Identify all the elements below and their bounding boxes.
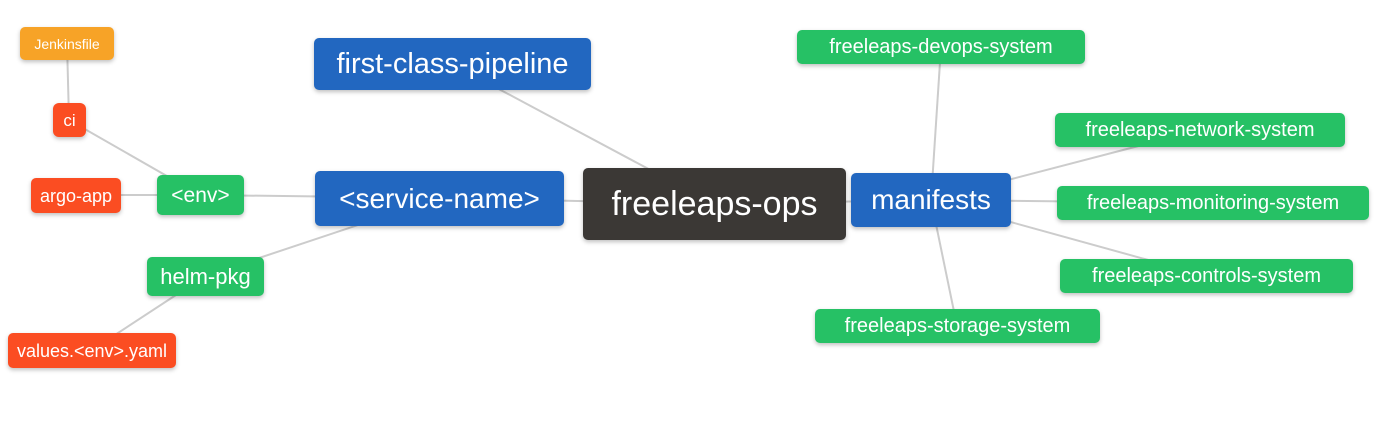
node-argo-app[interactable]: argo-app xyxy=(31,178,121,213)
node-manifests[interactable]: manifests xyxy=(851,173,1011,227)
node-freeleaps-controls-system[interactable]: freeleaps-controls-system xyxy=(1060,259,1353,293)
node-first-class-pipeline[interactable]: first-class-pipeline xyxy=(314,38,591,90)
node-jenkinsfile[interactable]: Jenkinsfile xyxy=(20,27,114,60)
node-helm-pkg[interactable]: helm-pkg xyxy=(147,257,264,296)
node-freeleaps-devops-system[interactable]: freeleaps-devops-system xyxy=(797,30,1085,64)
node-freeleaps-monitoring-system[interactable]: freeleaps-monitoring-system xyxy=(1057,186,1369,220)
node-freeleaps-storage-system[interactable]: freeleaps-storage-system xyxy=(815,309,1100,343)
node-env[interactable]: <env> xyxy=(157,175,244,215)
node-ci[interactable]: ci xyxy=(53,103,86,137)
node-freeleaps-network-system[interactable]: freeleaps-network-system xyxy=(1055,113,1345,147)
node-service-name[interactable]: <service-name> xyxy=(315,171,564,226)
node-freeleaps-ops[interactable]: freeleaps-ops xyxy=(583,168,846,240)
node-values-env-yaml[interactable]: values.<env>.yaml xyxy=(8,333,176,368)
